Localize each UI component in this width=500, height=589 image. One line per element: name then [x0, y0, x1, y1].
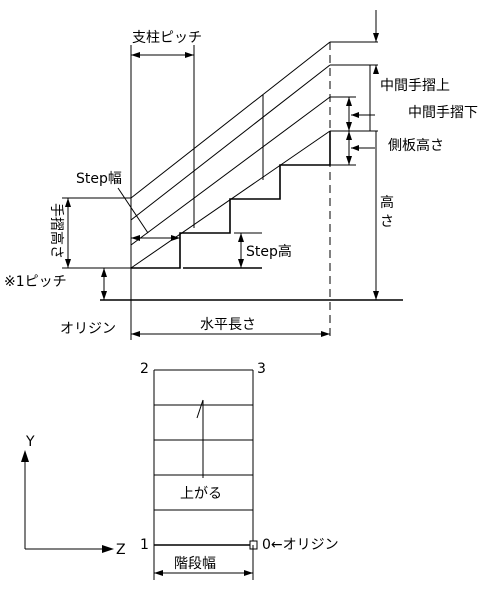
stair-steps	[131, 131, 331, 269]
arrow-head	[101, 291, 107, 300]
mid-rail-upper-label: 中間手摺上	[380, 78, 450, 94]
side-plate-height-label: 側板高さ	[388, 137, 444, 154]
plan-view: 上がる 2 3 1 0←オリジン 階段幅	[140, 361, 339, 580]
arrow-head	[65, 198, 71, 207]
stair-width-label: 階段幅	[174, 556, 216, 572]
arrow-head	[244, 570, 253, 576]
mid-rail-lower-label: 中間手摺下	[408, 105, 478, 121]
height-label-line1: 高	[380, 194, 394, 211]
arrow-head	[351, 112, 359, 118]
handrail-height-label: 手摺高さ	[48, 203, 65, 259]
arrow-head	[346, 131, 352, 140]
arrow-head	[321, 331, 330, 337]
handrail-line	[130, 41, 331, 199]
arrow-head	[351, 145, 359, 151]
arrow-head	[238, 259, 244, 268]
arrow-head	[171, 235, 180, 241]
mid-rail-upper-line	[130, 64, 331, 221]
pitch-note-label: ※1ピッチ	[4, 274, 67, 290]
horizontal-length-label: 水平長さ	[200, 317, 256, 333]
arrow-head	[346, 97, 352, 106]
step-width-label: Step幅	[76, 171, 122, 187]
origin-label: オリジン	[60, 321, 116, 337]
arrow-head	[185, 52, 194, 58]
arrow-head	[373, 33, 379, 42]
height-label-line2: さ	[380, 214, 394, 230]
arrow-head	[131, 235, 140, 241]
arrow-head	[65, 259, 71, 268]
corner-2-label: 2	[140, 361, 149, 377]
arrow-head	[373, 291, 379, 300]
origin-marker-label: 0←オリジン	[262, 537, 339, 553]
arrow-head	[238, 233, 244, 242]
axes: Y Z	[21, 434, 126, 558]
post-pitch-label: 支柱ピッチ	[132, 30, 202, 46]
side-plate-line	[130, 130, 331, 269]
z-axis-label: Z	[116, 542, 126, 558]
up-direction-arrow	[196, 399, 204, 419]
arrow-head	[346, 122, 352, 131]
y-axis-arrow	[21, 450, 29, 462]
elevation-view: 支柱ピッチ 中間手摺上 中間手摺下	[4, 10, 478, 340]
arrow-head	[373, 65, 379, 74]
arrow-head	[131, 331, 140, 337]
corner-3-label: 3	[257, 361, 266, 377]
arrow-head	[101, 268, 107, 277]
mid-rail-lower-line	[130, 96, 331, 246]
arrow-head	[131, 52, 140, 58]
arrow-head	[346, 156, 352, 165]
going-up-label: 上がる	[180, 486, 222, 502]
arrow-head	[154, 570, 163, 576]
step-height-label: Step高	[246, 243, 292, 260]
y-axis-label: Y	[25, 434, 35, 450]
step-width-leader	[117, 187, 149, 234]
z-axis-arrow	[102, 545, 114, 553]
corner-1-label: 1	[140, 537, 149, 553]
